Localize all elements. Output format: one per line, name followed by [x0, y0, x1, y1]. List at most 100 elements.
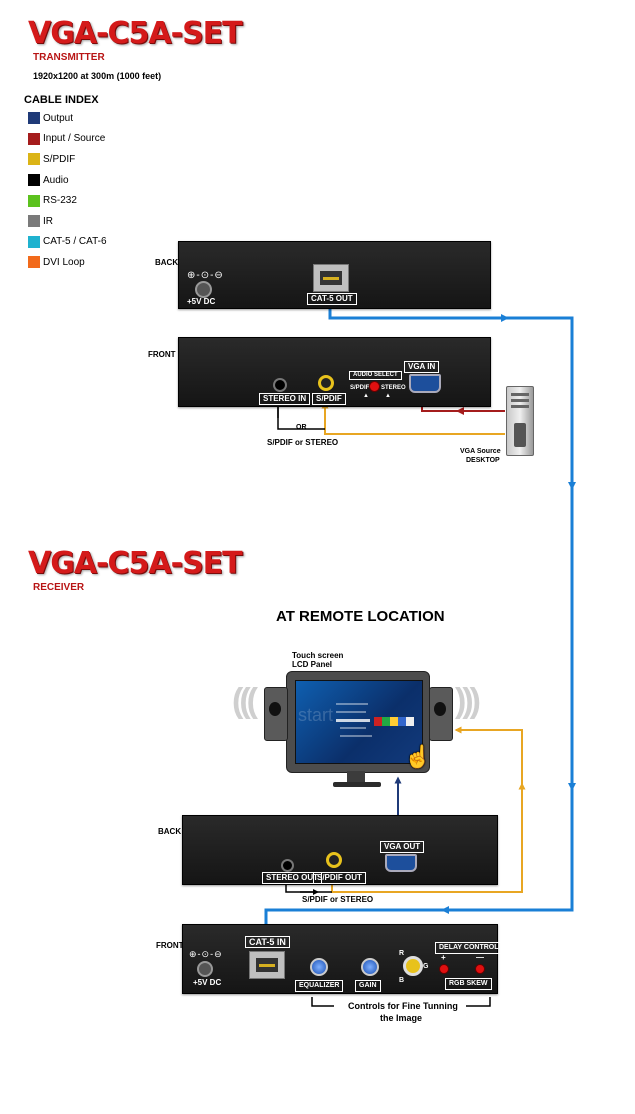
controls-caption-line1: Controls for Fine Tunning: [348, 1001, 458, 1011]
or-label: OR: [296, 424, 307, 431]
rx-back-label: BACK: [158, 827, 182, 836]
transmitter-title: VGA-C5A-SET: [28, 16, 243, 51]
cat5-out-port[interactable]: [313, 264, 349, 292]
legend-label: CAT-5 / CAT-6: [43, 236, 107, 248]
rx-back-panel: STEREO OUT S/PDIF OUT VGA OUT: [182, 815, 498, 885]
equalizer-knob[interactable]: [310, 958, 328, 976]
legend-item: Output: [28, 108, 107, 129]
stereo-in-jack[interactable]: [273, 378, 287, 392]
legend-item: RS-232: [28, 190, 107, 211]
equalizer-label: EQUALIZER: [295, 980, 344, 992]
rx-front-panel: ⊕-⊙-⊖ +5V DC CAT-5 IN EQUALIZER GAIN R G…: [182, 924, 503, 994]
legend-item: IR: [28, 211, 107, 232]
right-speaker: [429, 687, 453, 741]
transmitter-resolution: 1920x1200 at 300m (1000 feet): [33, 71, 162, 81]
hand-pointer-icon: ☝: [404, 744, 432, 769]
remote-location-heading: AT REMOTE LOCATION: [276, 608, 445, 625]
stereo-out-jack[interactable]: [281, 859, 294, 872]
power-polarity-icon: ⊕-⊙-⊖: [189, 949, 223, 959]
controls-bracket: [311, 997, 491, 1007]
delay-plus-label: +: [441, 953, 446, 962]
cat5-in-label: CAT-5 IN: [245, 936, 290, 948]
sound-waves-right-icon: ))): [455, 682, 481, 720]
legend-swatch: [28, 215, 40, 228]
legend-label: Audio: [43, 174, 69, 186]
dc-power-jack[interactable]: [197, 961, 213, 977]
left-speaker: [264, 687, 288, 741]
legend-label: RS-232: [43, 195, 77, 207]
legend-swatch: [28, 174, 40, 187]
power-polarity-icon: ⊕-⊙-⊖: [187, 270, 224, 281]
stereo-in-label: STEREO IN: [259, 393, 311, 405]
cat5-out-label: CAT-5 OUT: [307, 293, 357, 305]
rgb-skew-label: RGB SKEW: [445, 978, 492, 990]
legend-label: DVI Loop: [43, 256, 85, 268]
legend-swatch: [28, 112, 40, 125]
desktop-label: DESKTOP: [466, 457, 500, 464]
legend-item: Audio: [28, 170, 107, 191]
receiver-title: VGA-C5A-SET: [28, 546, 243, 581]
legend-item: Input / Source: [28, 129, 107, 150]
audio-select-label: AUDIO SELECT: [349, 371, 402, 380]
legend-label: IR: [43, 215, 53, 227]
delay-minus-label: —: [476, 953, 484, 962]
spdif-out-jack[interactable]: [326, 852, 342, 868]
legend-swatch: [28, 132, 40, 145]
audio-select-spdif-label: S/PDIF: [350, 385, 370, 391]
rgb-b-label: B: [399, 977, 405, 984]
legend-item: DVI Loop: [28, 252, 107, 273]
delay-control-label: DELAY CONTROL: [435, 942, 503, 954]
legend-swatch: [28, 256, 40, 269]
gain-knob[interactable]: [361, 958, 379, 976]
rx-front-label: FRONT: [156, 941, 184, 950]
tx-back-panel: ⊕-⊙-⊖ +5V DC CAT-5 OUT: [178, 241, 491, 309]
spdif-out-label: S/PDIF OUT: [313, 872, 366, 884]
selector-indicator-icon: ▲: [363, 393, 369, 399]
cable-index-title: CABLE INDEX: [24, 94, 99, 106]
vga-source-label: VGA Source: [460, 448, 501, 455]
delay-minus-button[interactable]: [475, 964, 485, 974]
sound-waves-left-icon: (((: [232, 682, 258, 720]
receiver-subtitle: RECEIVER: [33, 582, 85, 593]
legend-swatch: [28, 235, 40, 248]
cat5-cable-line: [262, 302, 576, 932]
tx-front-label: FRONT: [148, 350, 176, 359]
lcd-label-line2: LCD Panel: [292, 660, 333, 669]
legend-swatch: [28, 194, 40, 207]
selector-indicator-icon: ▲: [385, 393, 391, 399]
legend-item: CAT-5 / CAT-6: [28, 232, 107, 253]
lcd-screen[interactable]: start: [295, 680, 423, 764]
stereo-out-label: STEREO OUT: [262, 872, 323, 884]
legend-item: S/PDIF: [28, 149, 107, 170]
monitor-base: [333, 782, 381, 787]
transmitter-subtitle: TRANSMITTER: [33, 52, 105, 63]
lcd-label-line1: Touch screen: [292, 651, 344, 660]
legend-swatch: [28, 153, 40, 166]
tx-back-label: BACK: [155, 258, 179, 267]
vga-in-port[interactable]: [409, 374, 441, 393]
audio-select-stereo-label: STEREO: [381, 385, 406, 391]
rx-power-label: +5V DC: [193, 978, 222, 987]
rgb-g-label: G: [423, 963, 429, 970]
spdif-in-label: S/PDIF: [312, 393, 346, 405]
cat5-in-port[interactable]: [249, 951, 285, 979]
tx-spdif-or-stereo-label: S/PDIF or STEREO: [267, 438, 339, 447]
gain-label: GAIN: [355, 980, 381, 992]
vga-out-port[interactable]: [385, 854, 417, 872]
vga-out-label: VGA OUT: [380, 841, 425, 853]
audio-select-button[interactable]: [369, 381, 380, 392]
tx-front-panel: STEREO IN S/PDIF AUDIO SELECT S/PDIF STE…: [178, 337, 491, 407]
tx-spdif-cable: [321, 400, 505, 435]
cable-index-legend: Output Input / Source S/PDIF Audio RS-23…: [28, 108, 107, 273]
vga-in-label: VGA IN: [404, 361, 440, 373]
delay-plus-button[interactable]: [439, 964, 449, 974]
monitor-neck: [347, 771, 365, 783]
dc-power-jack[interactable]: [195, 281, 212, 298]
rgb-selector-knob[interactable]: [403, 956, 423, 976]
spdif-in-jack[interactable]: [318, 375, 334, 391]
rx-spdif-or-stereo-label: S/PDIF or STEREO: [302, 895, 374, 904]
legend-label: Output: [43, 112, 74, 124]
legend-label: Input / Source: [43, 133, 106, 145]
controls-caption-line2: the Image: [380, 1013, 423, 1023]
